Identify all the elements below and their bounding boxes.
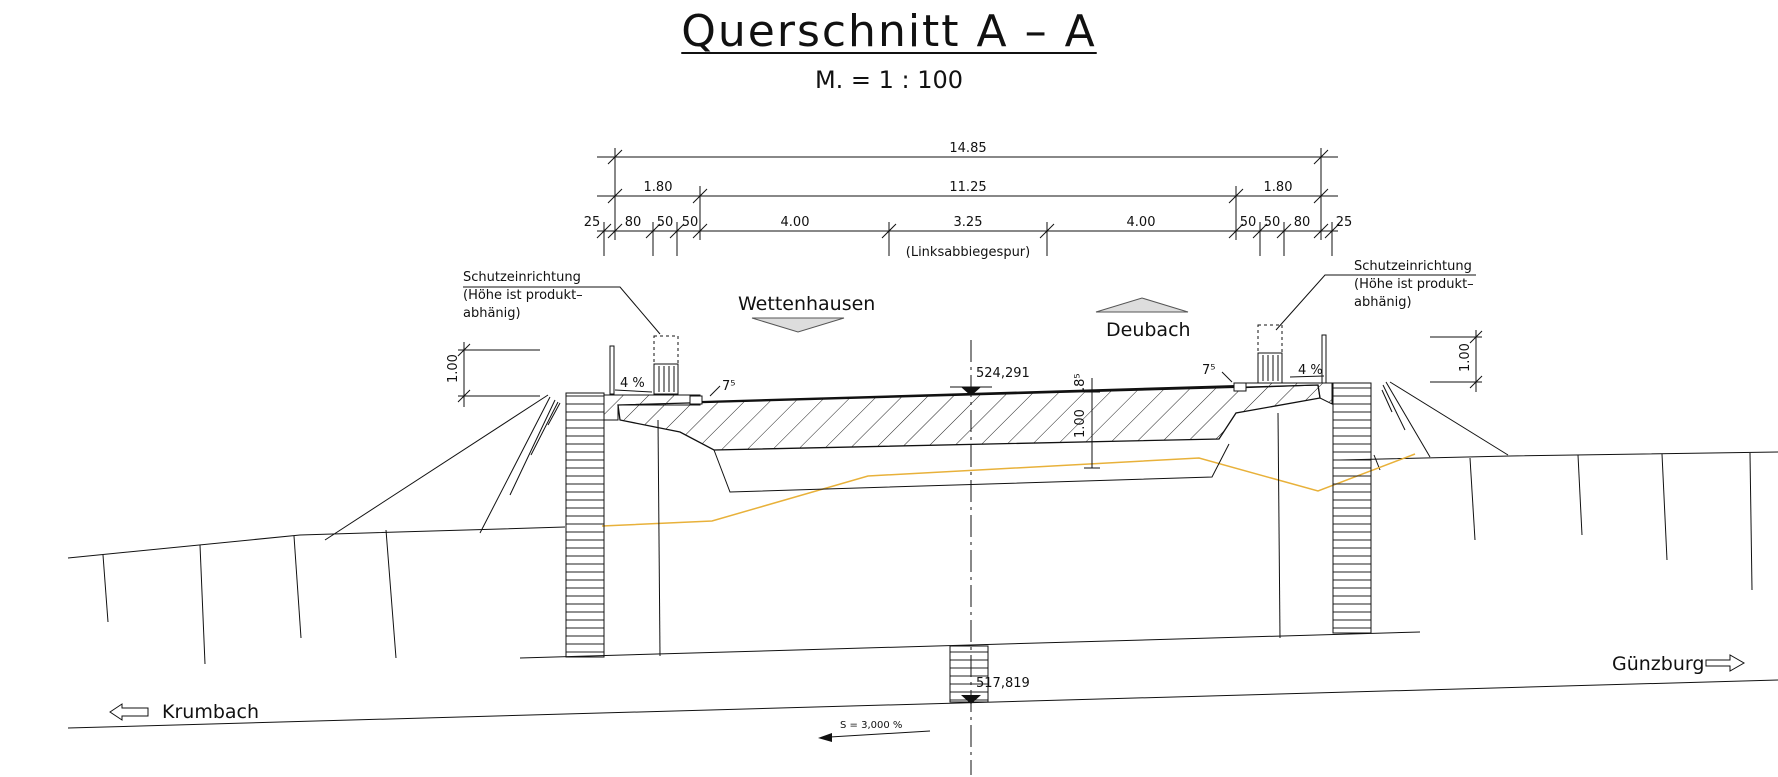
barrier-label-left-1: Schutzeinrichtung [463, 270, 581, 285]
barrier-right [1257, 324, 1283, 384]
drawing-title: Querschnitt A – A [681, 6, 1097, 57]
dim-seg: 50 [657, 215, 674, 230]
gradient-arrow-icon [818, 733, 832, 742]
cap-left [603, 394, 701, 421]
arrow-up-icon [1095, 297, 1189, 313]
dim-seg: 50 [1240, 215, 1257, 230]
arrow-right-icon [1705, 654, 1746, 672]
cant-right: 7⁵ [1202, 363, 1215, 378]
slope-arrow-right [1289, 375, 1325, 378]
town-krumbach: Krumbach [162, 701, 259, 723]
dim-overall: 14.85 [949, 141, 986, 156]
arrow-down-icon [751, 317, 845, 333]
rail-height-left: 1.00 [446, 354, 461, 383]
railing-post-right [1321, 334, 1327, 384]
barrier-left [653, 335, 679, 395]
direction-wettenhausen: Wettenhausen [738, 293, 875, 315]
drawing-scale: M. = 1 : 100 [814, 66, 964, 94]
cant-left: 7⁵ [722, 379, 735, 394]
elevation-marker-bottom [961, 695, 981, 704]
barrier-leader-right [1275, 274, 1476, 331]
depth-top: .8⁵ [1073, 373, 1088, 391]
dim-seg: 4.00 [1127, 215, 1156, 230]
gradient-label: S = 3,000 % [840, 720, 902, 731]
dim-seg: 4.00 [781, 215, 810, 230]
dim-seg: 3.25 [954, 215, 983, 230]
rail-dim-right [1430, 330, 1483, 392]
curb-left [689, 395, 703, 405]
cant-mark-left [709, 385, 721, 397]
arrow-left-icon [109, 703, 149, 721]
rail-dim-left [457, 342, 540, 407]
support-lines [657, 412, 1281, 657]
abutment-right [1332, 382, 1372, 634]
dim-seg: 80 [625, 215, 642, 230]
dim-right-verge: 1.80 [1264, 180, 1293, 195]
abutment-left [565, 392, 605, 658]
turn-lane-note: (Linksabbiegespur) [906, 245, 1030, 260]
barrier-label-right-2: (Höhe ist produkt– [1354, 277, 1474, 292]
ground-lines [67, 381, 1778, 729]
dim-seg: 50 [682, 215, 699, 230]
barrier-label-left-2: (Höhe ist produkt– [463, 288, 583, 303]
barrier-label-right-1: Schutzeinrichtung [1354, 259, 1472, 274]
dim-left-verge: 1.80 [644, 180, 673, 195]
slope-left: 4 % [620, 376, 645, 391]
slope-arrow-left [614, 389, 653, 393]
elevation-bottom: 517,819 [976, 676, 1030, 691]
road-surface [699, 385, 1237, 403]
barrier-leader-left [463, 286, 661, 335]
cant-mark-right [1221, 371, 1233, 383]
dim-seg: 80 [1294, 215, 1311, 230]
railings [609, 334, 1327, 395]
railing-post-left [609, 345, 615, 395]
slope-right: 4 % [1298, 363, 1323, 378]
barrier-label-right-3: abhänig) [1354, 295, 1412, 310]
dim-seg: 25 [584, 215, 601, 230]
barrier-label-left-3: abhänig) [463, 306, 521, 321]
dimension-chains [596, 148, 1340, 256]
elevation-top: 524,291 [976, 366, 1030, 381]
dim-seg: 25 [1336, 215, 1353, 230]
gradient-line [829, 730, 931, 738]
direction-deubach: Deubach [1106, 319, 1191, 341]
existing-terrain-line [601, 453, 1416, 527]
dim-seg: 50 [1264, 215, 1281, 230]
dim-carriageway: 11.25 [949, 180, 986, 195]
depth-main: 1.00 [1073, 409, 1088, 438]
center-foundation [949, 645, 989, 703]
curb-right [1233, 382, 1247, 392]
town-guenzburg: Günzburg [1612, 653, 1704, 675]
elevation-marker-top [961, 387, 981, 396]
rail-height-right: 1.00 [1458, 343, 1473, 372]
